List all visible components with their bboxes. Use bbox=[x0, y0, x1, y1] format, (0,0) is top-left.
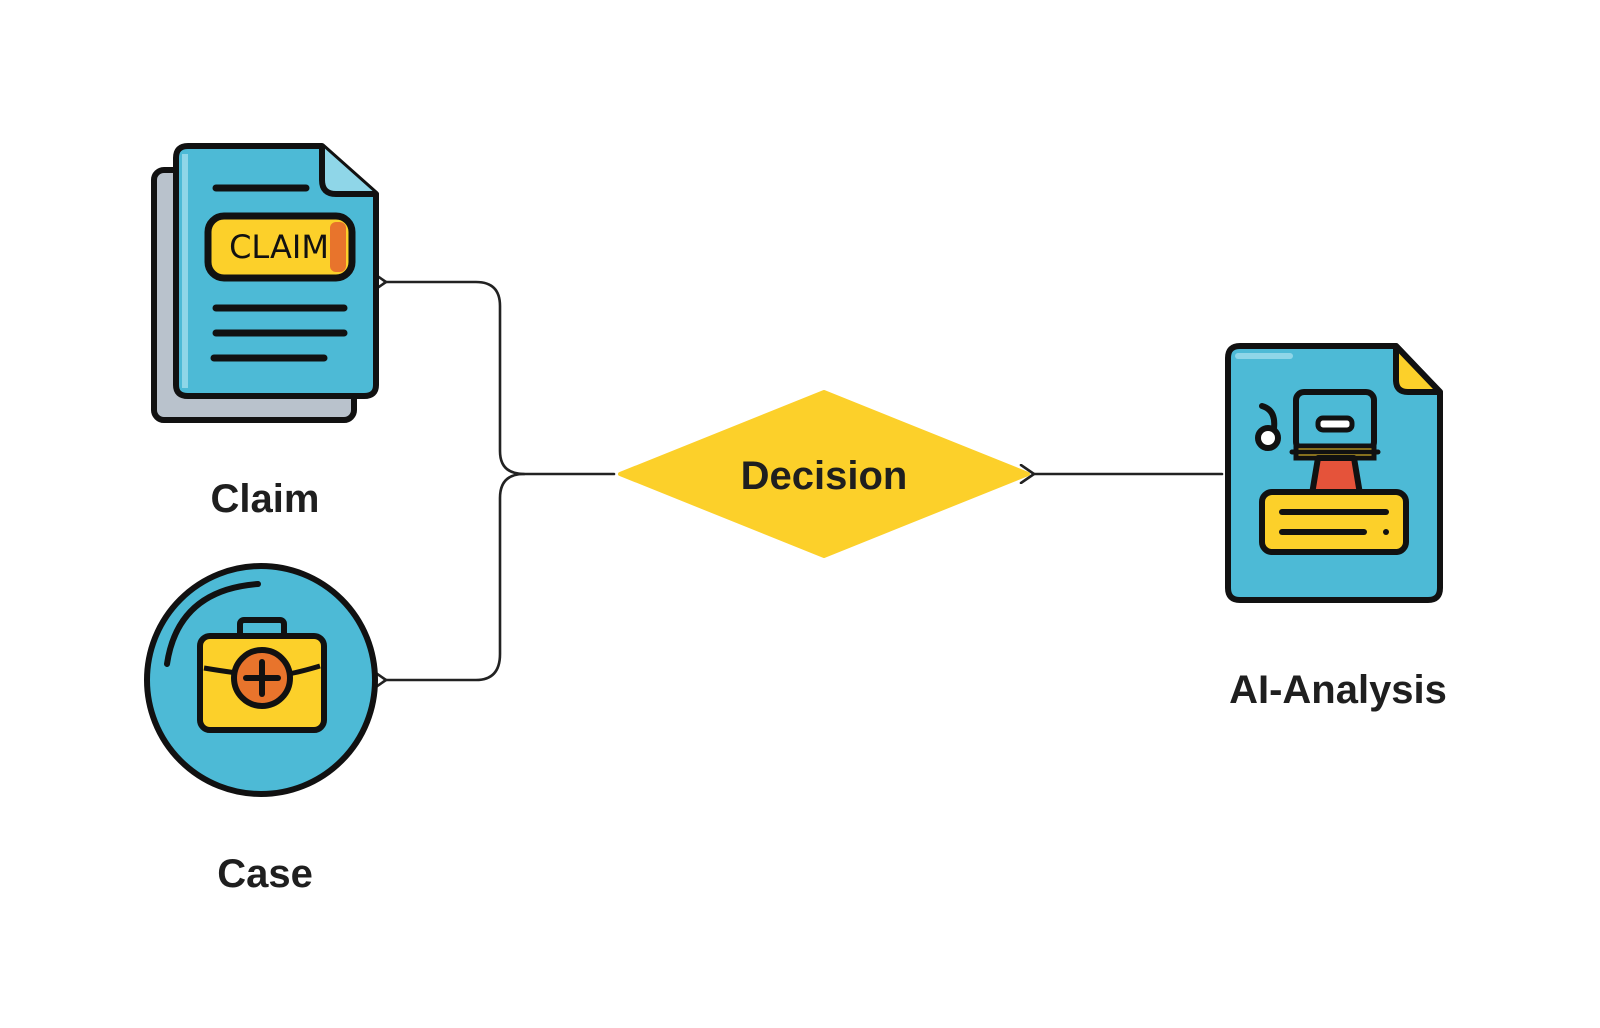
edge-decision-to-claim bbox=[386, 282, 616, 476]
decision-node[interactable]: Decision bbox=[618, 390, 1030, 558]
decision-label: Decision bbox=[741, 454, 908, 498]
ai-analysis-node[interactable]: AI-Analysis bbox=[1225, 343, 1447, 712]
decision-diamond bbox=[618, 390, 1030, 558]
connectors bbox=[386, 282, 1224, 680]
claim-node[interactable]: CLAIM Claim bbox=[151, 143, 379, 521]
case-node[interactable]: Case bbox=[144, 563, 378, 896]
edge-decision-to-case bbox=[386, 472, 526, 680]
medical-case-icon bbox=[144, 563, 378, 797]
case-label: Case bbox=[217, 852, 313, 896]
claim-document-icon: CLAIM bbox=[151, 143, 379, 423]
claim-label: Claim bbox=[211, 477, 320, 521]
ai-analysis-label: AI-Analysis bbox=[1229, 668, 1447, 712]
claim-badge-text: CLAIM bbox=[229, 228, 329, 266]
ai-analysis-document-icon bbox=[1225, 343, 1443, 603]
